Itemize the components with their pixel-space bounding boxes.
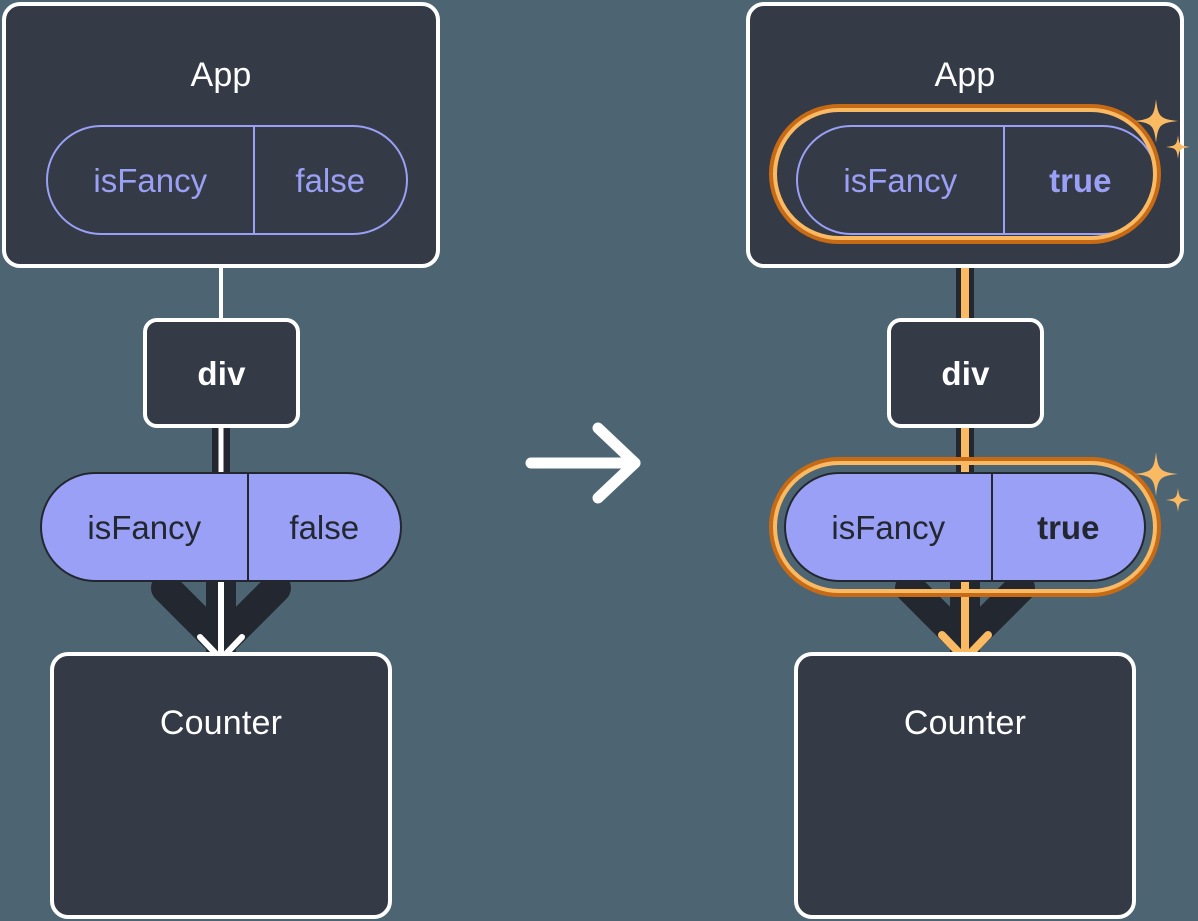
app-component-box[interactable]: App isFancy false bbox=[2, 2, 440, 268]
after-panel: App isFancy true div isFancy true bbox=[738, 0, 1198, 921]
div-box-title: div bbox=[941, 354, 990, 392]
app-state-pill-value: true bbox=[1002, 127, 1156, 233]
div-element-box[interactable]: div bbox=[887, 318, 1044, 428]
counter-component-box[interactable]: Counter count 3 bbox=[794, 652, 1136, 919]
passed-prop-pill[interactable]: isFancy true bbox=[784, 472, 1146, 582]
before-panel: App isFancy false div isFancy false Coun… bbox=[0, 0, 460, 921]
passed-prop-pill-value: true bbox=[990, 474, 1144, 580]
app-state-pill-key: isFancy bbox=[843, 161, 958, 199]
passed-prop-pill-key: isFancy bbox=[831, 508, 946, 546]
passed-prop-pill-value: false bbox=[246, 474, 400, 580]
counter-box-title: Counter bbox=[903, 704, 1027, 742]
app-state-pill-value: false bbox=[252, 127, 406, 233]
app-state-pill[interactable]: isFancy true bbox=[796, 125, 1158, 235]
app-box-title: App bbox=[934, 56, 996, 94]
app-component-box[interactable]: App isFancy true bbox=[746, 2, 1184, 268]
counter-component-box[interactable]: Counter count 3 bbox=[50, 652, 392, 919]
passed-prop-pill-key: isFancy bbox=[87, 508, 202, 546]
div-element-box[interactable]: div bbox=[143, 318, 300, 428]
app-box-title: App bbox=[190, 56, 252, 94]
app-state-pill[interactable]: isFancy false bbox=[46, 125, 408, 235]
counter-box-title: Counter bbox=[159, 704, 283, 742]
transition-arrow-right-icon bbox=[525, 422, 641, 504]
div-box-title: div bbox=[197, 354, 246, 392]
passed-prop-pill[interactable]: isFancy false bbox=[40, 472, 402, 582]
app-state-pill-key: isFancy bbox=[93, 161, 208, 199]
